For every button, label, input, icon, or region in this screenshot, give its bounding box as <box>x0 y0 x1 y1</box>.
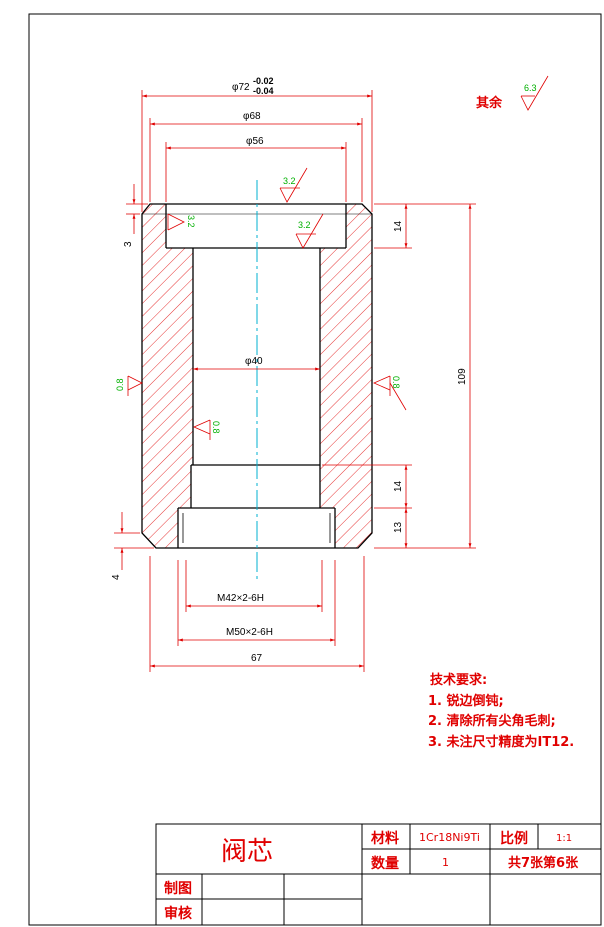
tech-req-item-1: 1. 锐边倒钝; <box>428 693 504 709</box>
checked-label: 审核 <box>164 905 192 922</box>
dim-m50: M50×2-6H <box>226 627 273 638</box>
dim-h13: 13 <box>393 521 404 533</box>
qty-label: 数量 <box>371 855 399 872</box>
title-block-text: 阀芯 材料 1Cr18Ni9Ti 比例 1:1 数量 1 共7张第6张 制图 审… <box>164 830 579 922</box>
dim-h14-mid: 14 <box>393 480 404 492</box>
dim-d72-upper: -0.02 <box>253 76 274 86</box>
roughness-top-face: 3.2 <box>283 176 296 186</box>
title-block <box>155 823 602 926</box>
part-outline <box>141 203 373 549</box>
roughness-other-label: 其余 <box>476 95 503 110</box>
dim-d72: φ72 <box>232 82 250 93</box>
dimension-labels: φ72 -0.02 -0.04 φ68 φ56 φ40 M42×2-6H M50… <box>111 76 468 664</box>
scale-value: 1:1 <box>556 833 572 844</box>
roughness-symbols <box>127 75 549 440</box>
dim-m42: M42×2-6H <box>217 593 264 604</box>
dim-d40: φ40 <box>245 356 263 367</box>
sheet-info: 共7张第6张 <box>508 855 579 871</box>
drawn-label: 制图 <box>164 880 192 897</box>
dim-ch3: 3 <box>123 241 134 247</box>
dim-len67: 67 <box>251 653 263 664</box>
tech-req-title: 技术要求: <box>430 672 487 688</box>
dimension-lines <box>114 90 476 672</box>
material-label: 材料 <box>371 830 399 847</box>
dim-h109: 109 <box>457 368 468 385</box>
roughness-other-value: 6.3 <box>524 83 537 93</box>
tech-req-item-3: 3. 未注尺寸精度为IT12. <box>428 734 574 750</box>
part-name: 阀芯 <box>221 837 273 867</box>
roughness-outer-left: 0.8 <box>115 378 125 391</box>
roughness-values: 其余 6.3 3.2 3.2 3.2 0.8 0.8 0.8 <box>115 83 537 434</box>
dim-d72-lower: -0.04 <box>253 86 274 96</box>
dim-d56: φ56 <box>246 136 264 147</box>
tech-requirements: 技术要求: 1. 锐边倒钝; 2. 清除所有尖角毛刺; 3. 未注尺寸精度为IT… <box>428 672 574 750</box>
dim-d68: φ68 <box>243 111 261 122</box>
section-hatching <box>142 204 372 548</box>
tech-req-item-2: 2. 清除所有尖角毛刺; <box>428 713 556 729</box>
roughness-bore-inner: 0.8 <box>211 421 221 434</box>
qty-value: 1 <box>442 856 449 869</box>
roughness-top-bore-left: 3.2 <box>186 215 196 228</box>
scale-label: 比例 <box>500 830 528 847</box>
roughness-outer-right: 0.8 <box>391 376 401 389</box>
dim-ch4: 4 <box>111 574 122 580</box>
drawing-border <box>28 13 602 926</box>
material-value: 1Cr18Ni9Ti <box>419 831 480 844</box>
dim-h14-top: 14 <box>393 220 404 232</box>
roughness-top-bore-floor: 3.2 <box>298 220 311 230</box>
